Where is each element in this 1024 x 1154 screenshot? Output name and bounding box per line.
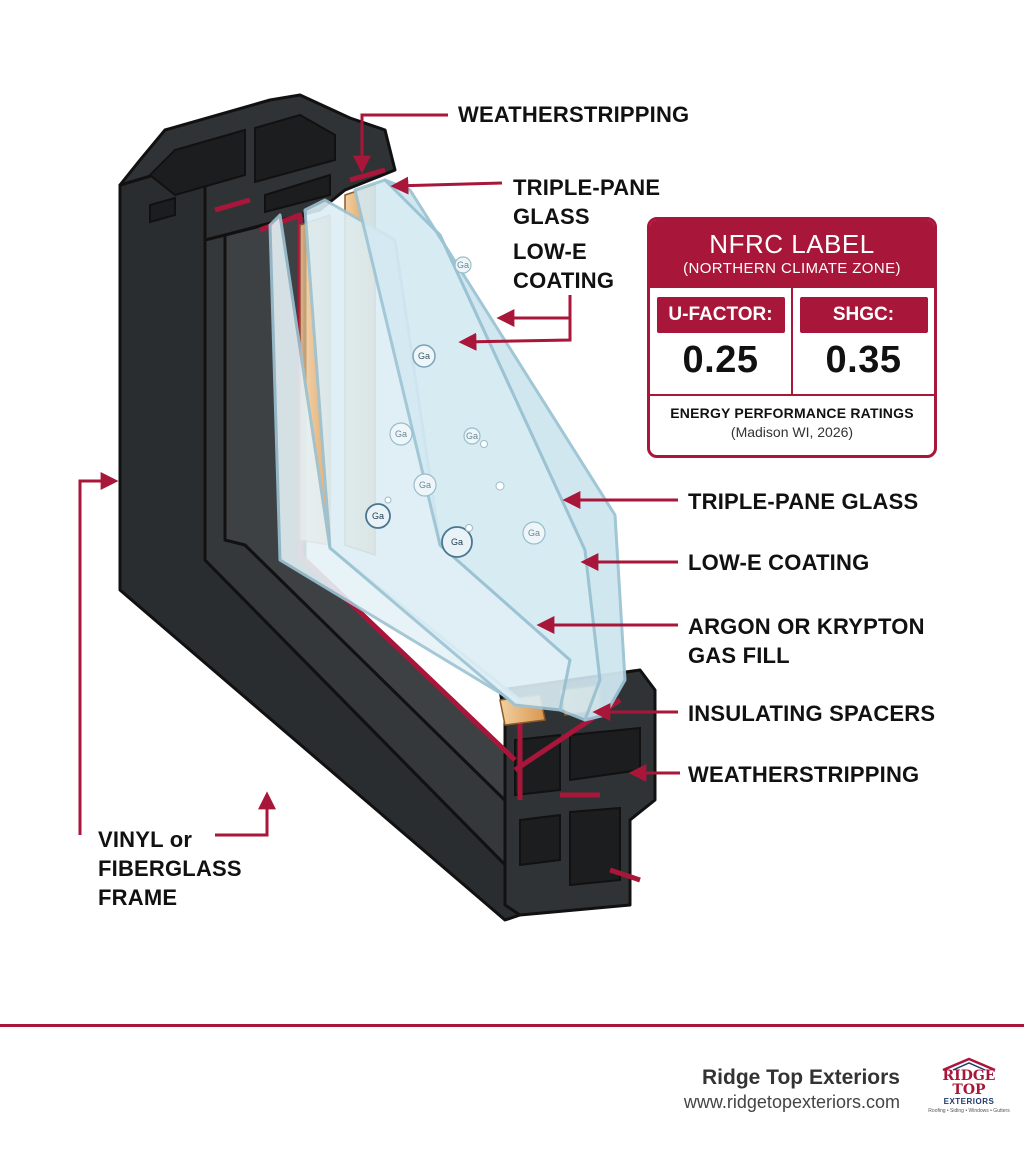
- gas-bubble: Ga: [365, 503, 391, 529]
- gas-bubble: Ga: [463, 427, 481, 445]
- svg-text:Ga: Ga: [466, 431, 478, 441]
- company-url[interactable]: www.ridgetopexteriors.com: [683, 1092, 900, 1112]
- label-low-e-top: LOW-E COATING: [513, 239, 615, 293]
- leader-frame-bottom: [215, 791, 276, 837]
- gas-bubble: Ga: [454, 256, 472, 274]
- leader-triple-pane-top: [390, 176, 503, 195]
- gas-fill-bubbles: Ga Ga Ga Ga Ga Ga Ga Ga: [365, 256, 546, 558]
- nfrc-u-factor: U-FACTOR: 0.25: [650, 288, 791, 394]
- svg-text:Ga: Ga: [395, 429, 407, 439]
- label-gas-fill: ARGON OR KRYPTON GAS FILL: [688, 614, 925, 668]
- gas-bubble: Ga: [441, 526, 473, 558]
- svg-text:Ga: Ga: [419, 480, 431, 490]
- roof-icon: [942, 1057, 996, 1071]
- triple-pane-glass: [268, 178, 627, 722]
- shgc-label: SHGC:: [799, 297, 928, 333]
- nfrc-shgc: SHGC: 0.35: [791, 288, 934, 394]
- nfrc-label-card: NFRC LABEL (NORTHERN CLIMATE ZONE) U-FAC…: [647, 217, 937, 458]
- svg-text:Ga: Ga: [528, 528, 540, 538]
- nfrc-footer-title: ENERGY PERFORMANCE RATINGS: [670, 405, 914, 421]
- callout-leaders: [78, 113, 680, 837]
- ridge-top-logo: RIDGE TOP EXTERIORS Roofing • Siding • W…: [925, 1055, 1013, 1114]
- u-factor-label: U-FACTOR:: [656, 297, 785, 333]
- gas-bubble: Ga: [522, 521, 546, 545]
- gas-bubble: Ga: [389, 422, 413, 446]
- nfrc-title: NFRC LABEL: [709, 229, 875, 259]
- label-triple-pane-top: TRIPLE-PANE GLASS: [513, 175, 661, 229]
- nfrc-footer-note: (Madison WI, 2026): [730, 424, 854, 440]
- leader-frame-left: [78, 472, 119, 835]
- svg-text:Ga: Ga: [418, 351, 430, 361]
- label-weatherstripping-top: WEATHERSTRIPPING: [458, 102, 690, 127]
- shgc-value: 0.35: [825, 339, 902, 381]
- footer-divider: [0, 1024, 1024, 1027]
- svg-text:Ga: Ga: [457, 260, 469, 270]
- u-factor-value: 0.25: [682, 339, 759, 381]
- gas-bubble: Ga: [412, 344, 436, 368]
- label-insulating-spacers: INSULATING SPACERS: [688, 701, 936, 726]
- label-weatherstripping-bottom: WEATHERSTRIPPING: [688, 762, 920, 787]
- nfrc-header: NFRC LABEL (NORTHERN CLIMATE ZONE): [650, 220, 934, 288]
- gas-bubble: Ga: [413, 473, 437, 497]
- leader-weatherstripping-top: [353, 113, 448, 174]
- company-name: Ridge Top Exteriors: [702, 1066, 900, 1089]
- nfrc-subtitle: (NORTHERN CLIMATE ZONE): [683, 260, 901, 277]
- label-triple-pane: TRIPLE-PANE GLASS: [688, 489, 919, 514]
- svg-text:Ga: Ga: [451, 537, 463, 547]
- nfrc-footer: ENERGY PERFORMANCE RATINGS (Madison WI, …: [650, 396, 934, 440]
- label-frame: VINYL or FIBERGLASS FRAME: [98, 827, 242, 910]
- svg-text:Ga: Ga: [372, 511, 384, 521]
- leader-low-e-top: [458, 295, 572, 351]
- label-low-e: LOW-E COATING: [688, 550, 870, 575]
- nfrc-ratings-row: U-FACTOR: 0.25 SHGC: 0.35: [650, 288, 934, 396]
- window-cross-section-diagram: Ga Ga Ga Ga Ga Ga Ga Ga: [78, 93, 680, 922]
